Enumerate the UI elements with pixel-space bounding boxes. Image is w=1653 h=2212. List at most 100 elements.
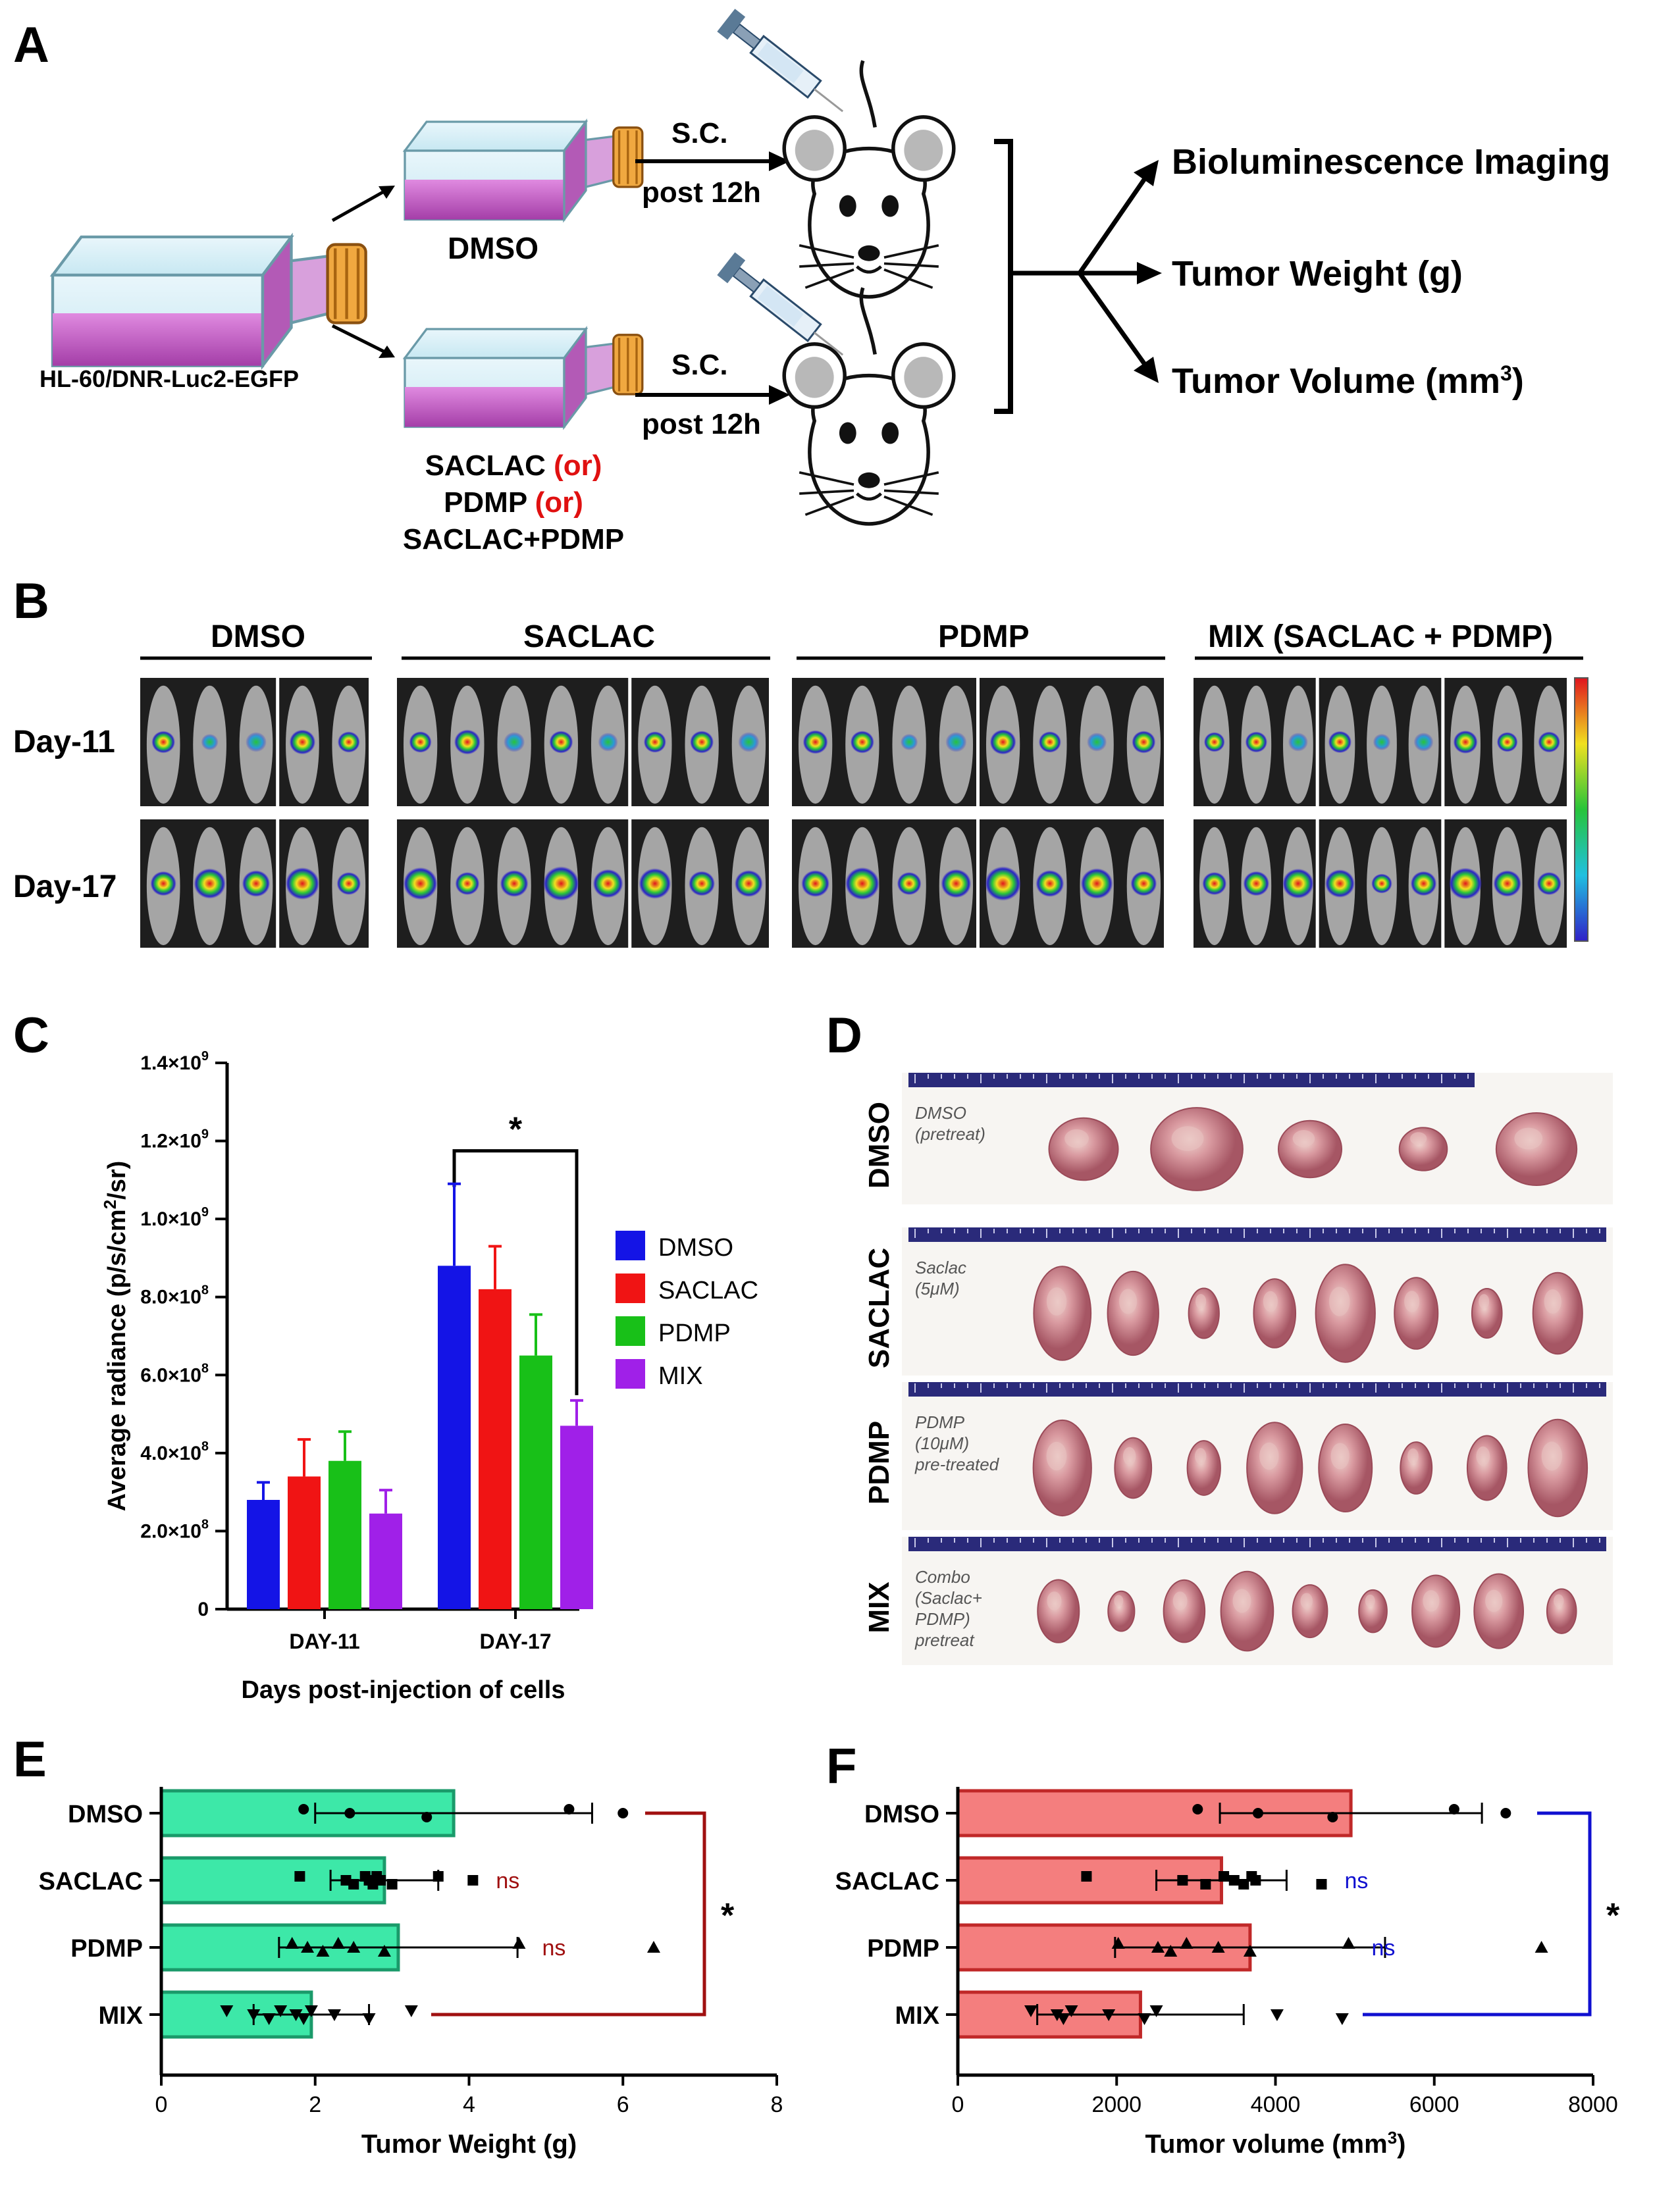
row-label-day11: Day-11 [13, 725, 115, 759]
tumor-specimen [1495, 1112, 1578, 1187]
data-point [247, 2009, 261, 2021]
x-tick-label: 0 [952, 2092, 964, 2117]
tumor-specimen [1411, 1574, 1461, 1648]
tumor-highlight [1263, 1291, 1278, 1312]
luminescence-signal [1132, 731, 1156, 754]
tumor-highlight [1259, 1442, 1279, 1470]
bar-pdmp-day-17 [519, 1355, 552, 1609]
x-axis-label-tail: ) [1397, 2130, 1405, 2159]
luminescence-signal [1036, 870, 1064, 897]
tumor-specimen [1032, 1419, 1092, 1517]
y-tick-exponent: 9 [201, 1205, 209, 1220]
group-label-mix: MIX (SACLAC + PDMP) [1208, 619, 1554, 654]
y-axis-label-sup: 2 [100, 1200, 120, 1209]
significance-star: * [509, 1111, 523, 1149]
tumor-row-label-pdmp: PDMP [863, 1421, 895, 1505]
data-point [1243, 1945, 1257, 1957]
data-point [298, 1804, 309, 1814]
handwritten-note: (Saclac+ [915, 1588, 982, 1608]
legend-swatch-dmso [616, 1231, 645, 1260]
tumor-specimen [1246, 1422, 1303, 1514]
x-tick-label: 4 [463, 2092, 475, 2117]
luminescence-signal [1448, 867, 1482, 900]
tumor-specimen [1150, 1107, 1244, 1191]
luminescence-signal [1496, 732, 1518, 752]
data-point [1102, 2009, 1116, 2021]
data-point [344, 1808, 355, 1818]
significance-bracket [452, 1149, 579, 1395]
tumor-highlight [1479, 1294, 1490, 1309]
tumor-highlight [1046, 1287, 1067, 1316]
bioluminescence-image-grid [140, 656, 1588, 948]
category-label-saclac: SACLAC [39, 1868, 143, 1895]
luminescence-signal [689, 871, 715, 896]
row-label-day17: Day-17 [13, 869, 117, 904]
handwritten-note: PDMP [915, 1412, 965, 1432]
tumor-highlight [1485, 1589, 1503, 1612]
tumor-highlight [1514, 1127, 1543, 1150]
bar-dmso-day-11 [247, 1500, 280, 1609]
tumor-specimen [1163, 1579, 1206, 1643]
data-point [1180, 1937, 1194, 1949]
handwritten-note: Combo [915, 1567, 970, 1587]
tumor-specimen [1532, 1272, 1583, 1355]
group-label-saclac: SACLAC [523, 619, 655, 654]
tumor-specimen [1186, 1440, 1221, 1496]
category-label-pdmp: PDMP [867, 1935, 939, 1963]
tumor-highlight [1172, 1591, 1188, 1610]
y-tick-label: 4.0×108 [140, 1439, 209, 1464]
category-label-pdmp: PDMP [70, 1935, 143, 1963]
luminescence-signal [1080, 868, 1113, 899]
data-point [1448, 1804, 1459, 1814]
luminescence-signal [151, 731, 176, 754]
data-point [294, 1871, 305, 1882]
tumor-highlight [1118, 1289, 1138, 1314]
data-point [1252, 1808, 1263, 1818]
tumor-highlight [1122, 1447, 1136, 1466]
treatment-line-1: SACLAC (or) [425, 450, 602, 482]
panel-label-c: C [13, 1008, 49, 1064]
data-point [512, 1937, 526, 1949]
luminescence-signal [735, 870, 763, 897]
y-tick-label: 8.0×108 [140, 1283, 209, 1308]
data-point [404, 2005, 418, 2017]
x-tick-label: 8 [771, 2092, 783, 2117]
tumor-highlight [1541, 1441, 1562, 1471]
luminescence-signal [403, 867, 438, 900]
luminescence-signal [802, 730, 828, 754]
y-tick-exponent: 8 [201, 1439, 209, 1454]
panel-label-d: D [826, 1008, 862, 1064]
tumor-highlight [1553, 1594, 1564, 1608]
treatment-line-2: PDMP (or) [444, 486, 583, 519]
data-point [647, 1941, 660, 1953]
data-point [1211, 1941, 1225, 1953]
tumor-specimen [1277, 1119, 1343, 1179]
luminescence-signal [592, 869, 623, 898]
data-point [1024, 2005, 1037, 2017]
x-tick-label: 4000 [1251, 2092, 1301, 2117]
luminescence-signal [201, 734, 219, 750]
data-point [1149, 2005, 1163, 2017]
data-point [1316, 1879, 1327, 1890]
tumor-row-label-saclac: SACLAC [863, 1248, 895, 1368]
luminescence-signal [690, 731, 714, 754]
radiance-bar-chart: 02.0×1084.0×1086.0×1088.0×1081.0×1091.2×… [100, 1049, 758, 1704]
data-point [1177, 1875, 1188, 1886]
luminescence-signal [985, 866, 1022, 901]
x-tick-label: 0 [155, 2092, 168, 2117]
data-point [1057, 2013, 1070, 2025]
data-point [386, 1879, 398, 1890]
handwritten-note: pretreat [914, 1630, 975, 1650]
luminescence-signal [1453, 730, 1478, 754]
tumor-highlight [1232, 1589, 1251, 1613]
tumor-highlight [1365, 1594, 1375, 1608]
handwritten-note: DMSO [915, 1103, 966, 1123]
luminescence-signal [850, 731, 874, 754]
luminescence-signal [1130, 871, 1157, 896]
group-label-pdmp: PDMP [938, 619, 1030, 654]
y-tick-label: 0 [197, 1599, 209, 1620]
panel-label-e: E [13, 1732, 47, 1788]
luminescence-signal [897, 872, 922, 895]
luminescence-signal [289, 729, 316, 755]
